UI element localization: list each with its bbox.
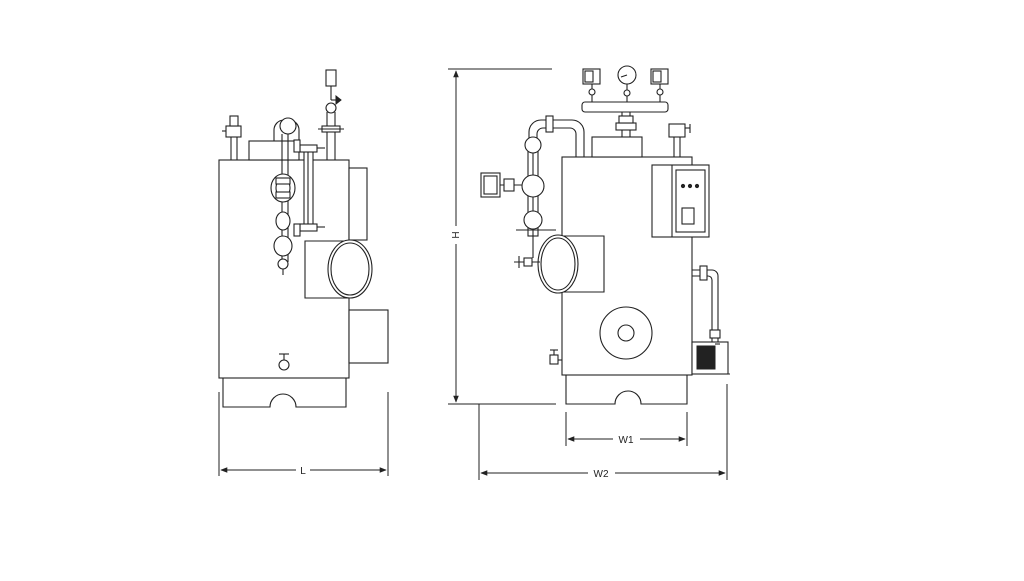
- dimension-w2: W2: [478, 384, 728, 480]
- dimension-w1: W1: [565, 412, 688, 446]
- front-burner-face: [537, 234, 579, 294]
- side-drain-valve: [277, 258, 289, 270]
- side-steam-valve: [318, 69, 344, 160]
- side-safety-valve: [222, 115, 242, 160]
- dimension-w1-label: W1: [619, 435, 634, 446]
- side-top-block: [248, 140, 300, 161]
- dimension-l: L: [218, 392, 389, 477]
- front-top-block: [591, 136, 643, 158]
- dimension-l-label: L: [300, 466, 306, 477]
- dimension-h: H: [448, 68, 556, 405]
- side-bottom-drain: [278, 359, 290, 371]
- front-steam-header: [581, 65, 669, 137]
- front-drain-valve: [514, 256, 540, 268]
- front-port-center: [617, 324, 635, 342]
- dimension-h-label: H: [451, 231, 462, 238]
- dimension-w2-label: W2: [594, 469, 609, 480]
- front-blowdown: [549, 349, 562, 365]
- front-relief-valve: [668, 123, 691, 157]
- front-side-sensor: [480, 172, 522, 198]
- side-burner-face: [327, 239, 373, 299]
- front-elbow-pipe: [528, 119, 585, 157]
- control-panel: [651, 164, 710, 238]
- pump-motor: [691, 341, 730, 375]
- side-upper-box: [348, 167, 368, 241]
- side-base: [222, 378, 347, 408]
- side-view: [218, 69, 389, 408]
- front-view: [480, 65, 730, 405]
- front-feed-pipe: [692, 269, 719, 342]
- side-lower-box: [348, 309, 389, 364]
- front-base: [565, 375, 688, 405]
